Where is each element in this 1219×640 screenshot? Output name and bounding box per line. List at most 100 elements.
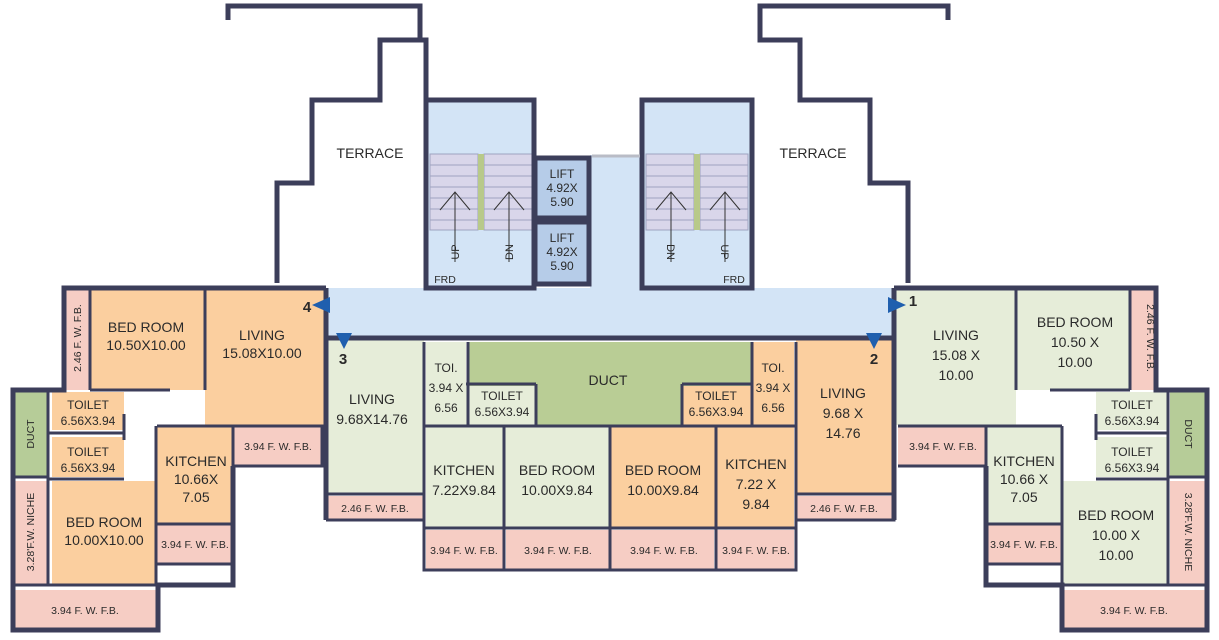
flat3-living-name: LIVING — [349, 391, 395, 407]
walls — [10, 3, 1210, 633]
flat2-fb-kitchen-label: 3.94 F. W. F.B. — [722, 545, 790, 557]
left-kitchen — [157, 426, 233, 524]
flat3-toilet-size: 6.56X3.94 — [475, 405, 530, 419]
flat3-toi-size-2: 6.56 — [434, 401, 458, 415]
flat2-bedroom-size: 10.00X9.84 — [627, 482, 699, 498]
left-kitchen-size-2: 7.05 — [182, 489, 209, 505]
flat3-toilet-name: TOILET — [481, 389, 523, 403]
duct-center-lower — [536, 384, 682, 426]
flat1-fb-vertical — [1130, 287, 1156, 390]
left-fb-kitchen — [157, 524, 233, 564]
lobby-vertical — [590, 155, 642, 290]
left-bedroom-size: 10.00X10.00 — [64, 532, 144, 548]
flat2-toi-size-2: 6.56 — [761, 401, 785, 415]
left-fb-kitchen-label: 3.94 F. W. F.B. — [161, 539, 229, 551]
left-duct-label: DUCT — [25, 419, 37, 449]
flat4-fb-living-label: 3.94 F. W. F.B. — [244, 441, 312, 453]
labels: TERRACE TERRACE LIFT 4.92X 5.90 LIFT 4.9… — [25, 145, 1194, 617]
staircase-icon — [429, 153, 749, 262]
flat1-fb-living — [898, 426, 986, 466]
flat2-fb-bed-label: 3.94 F. W. F.B. — [630, 545, 698, 557]
flat2-fb-living — [796, 496, 894, 520]
flat3-bedroom-size: 10.00X9.84 — [521, 482, 593, 498]
triangle-arrow-icon — [888, 297, 906, 313]
flat4-living-size: 15.08X10.00 — [222, 345, 302, 361]
lift-2 — [535, 222, 589, 284]
left-bedroom — [52, 481, 156, 585]
right-toilet-1 — [1096, 392, 1168, 430]
flat-number-2: 2 — [870, 351, 878, 368]
flat3-fb-kitchen-label: 3.94 F. W. F.B. — [430, 545, 498, 557]
flat2-fb-bed — [610, 530, 714, 570]
left-niche — [13, 481, 48, 585]
flat4-bedroom — [90, 287, 204, 390]
flat2-kitchen-name: KITCHEN — [725, 456, 786, 472]
left-kitchen-size-1: 10.66X — [174, 471, 219, 487]
right-kitchen-name: KITCHEN — [993, 453, 1054, 469]
triangle-arrow-icon — [312, 297, 330, 313]
right-toilet1-size: 6.56X3.94 — [1105, 414, 1160, 428]
lift2-label-2: 4.92X — [546, 245, 577, 259]
right-bedroom-size-2: 10.00 — [1098, 547, 1133, 563]
right-bedroom-size-1: 10.00 X — [1092, 527, 1141, 543]
stair-left-dn: DN — [504, 244, 516, 260]
flat2-living-name: LIVING — [820, 385, 866, 401]
right-fb-kitchen-label: 3.94 F. W. F.B. — [990, 539, 1058, 551]
flat3-living-size: 9.68X14.76 — [336, 411, 408, 427]
right-fb-kitchen — [986, 524, 1062, 564]
flat2-kitchen — [716, 426, 794, 528]
flat4-fb-vertical — [64, 287, 90, 390]
right-niche — [1170, 481, 1206, 585]
flat3-bedroom-name: BED ROOM — [519, 462, 595, 478]
flat3-fb-kitchen — [426, 530, 504, 570]
left-toilet-1 — [52, 392, 124, 430]
flat1-living-name: LIVING — [933, 327, 979, 343]
flat4-living-name: LIVING — [239, 327, 285, 343]
flat3-fb-living — [326, 496, 424, 520]
lift2-label-3: 5.90 — [550, 259, 574, 273]
right-toilet1-name: TOILET — [1111, 398, 1153, 412]
right-duct — [1170, 392, 1206, 477]
flat3-kitchen-size: 7.22X9.84 — [432, 482, 496, 498]
flat2-living-size-1: 9.68 X — [823, 405, 864, 421]
right-duct-label: DUCT — [1182, 419, 1194, 449]
flat3-fb-living-label: 2.46 F. W. F.B. — [341, 503, 409, 515]
flat3-toi-size-1: 3.94 X — [429, 381, 464, 395]
flat1-bedroom-name: BED ROOM — [1037, 314, 1113, 330]
flat2-toi — [752, 342, 794, 426]
flat2-toilet-name: TOILET — [695, 389, 737, 403]
triangle-arrow-icon — [336, 333, 352, 349]
flat1-bedroom-size-1: 10.50 X — [1051, 334, 1100, 350]
duct-center — [468, 342, 752, 386]
left-fb-bottom-label: 3.94 F. W. F.B. — [51, 605, 119, 617]
left-toilet2-size: 6.56X3.94 — [61, 461, 116, 475]
flat4-bedroom-name: BED ROOM — [108, 319, 184, 335]
flat-arrows — [312, 297, 906, 349]
left-bedroom-name: BED ROOM — [66, 514, 142, 530]
right-bedroom-name: BED ROOM — [1078, 507, 1154, 523]
flat4-bedroom-size: 10.50X10.00 — [106, 337, 186, 353]
right-kitchen-size-1: 10.66 X — [1000, 471, 1049, 487]
right-toilet2-name: TOILET — [1111, 445, 1153, 459]
lift-1 — [535, 158, 589, 218]
flat3-toilet — [466, 386, 536, 426]
flat2-toilet — [682, 386, 752, 426]
right-toilet-2 — [1096, 437, 1168, 477]
lift1-label-3: 5.90 — [550, 195, 574, 209]
right-kitchen-size-2: 7.05 — [1010, 489, 1037, 505]
right-niche-label: 3.28'F.W. NICHE — [1182, 493, 1194, 571]
flat3-living — [326, 338, 424, 494]
left-kitchen-name: KITCHEN — [165, 453, 226, 469]
stair-right-dn: DN — [664, 244, 676, 260]
left-toilet1-name: TOILET — [67, 398, 109, 412]
flat2-fb-kitchen — [716, 530, 794, 570]
left-toilet1-size: 6.56X3.94 — [61, 414, 116, 428]
flat3-fb-bed-label: 3.94 F. W. F.B. — [524, 545, 592, 557]
flat2-bedroom-name: BED ROOM — [625, 462, 701, 478]
triangle-arrow-icon — [866, 333, 882, 349]
flat3-toi — [426, 342, 466, 426]
frd-right: FRD — [723, 274, 745, 286]
lift2-label-1: LIFT — [550, 231, 575, 245]
right-toilet2-size: 6.56X3.94 — [1105, 461, 1160, 475]
flat1-fb-living-label: 3.94 F. W. F.B. — [909, 441, 977, 453]
